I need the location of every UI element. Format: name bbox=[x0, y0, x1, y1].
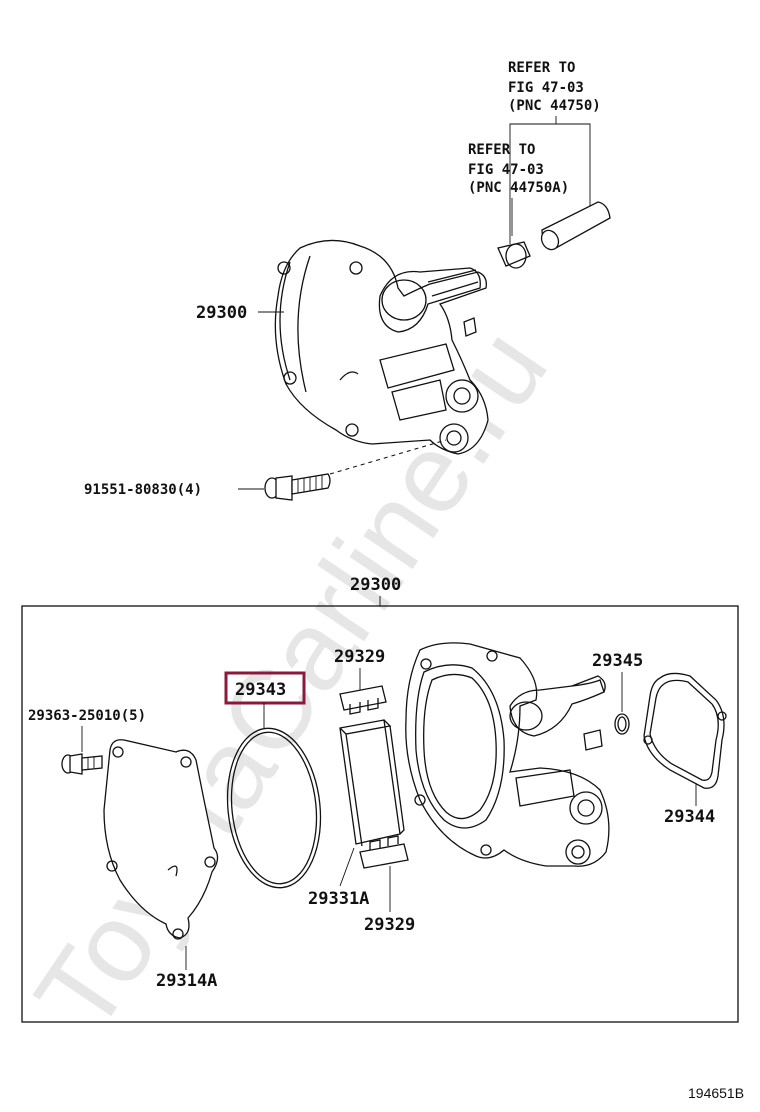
rotor-label: 29331A bbox=[308, 889, 369, 909]
hose-drawing bbox=[540, 201, 611, 251]
rotor-drawing bbox=[339, 719, 405, 847]
exploded-view-box bbox=[21, 605, 739, 1023]
clamp-drawing bbox=[497, 241, 531, 269]
gasket-label: 29344 bbox=[664, 807, 715, 827]
refer-inner-line3: (PNC 44750A) bbox=[468, 180, 569, 196]
top-refer-inner: REFER TO FIG 47-03 (PNC 44750A) bbox=[468, 142, 569, 196]
gasket-drawing bbox=[643, 672, 727, 789]
pump-body-drawing bbox=[405, 642, 610, 867]
refer-inner-line1: REFER TO bbox=[468, 142, 535, 158]
refer-inner-line2: FIG 47-03 bbox=[468, 162, 544, 178]
vane-bottom-drawing bbox=[359, 835, 409, 869]
vane-bottom-label: 29329 bbox=[364, 915, 415, 935]
screw-drawing bbox=[61, 753, 103, 775]
o-ring-highlight-box bbox=[224, 671, 306, 705]
refer-outer-branch bbox=[509, 123, 556, 244]
vacuum-pump-top bbox=[274, 239, 489, 455]
cover-label: 29314A bbox=[156, 971, 217, 991]
vane-top-label: 29329 bbox=[334, 647, 385, 667]
refer-outer-line3: (PNC 44750) bbox=[508, 98, 601, 114]
small-ring-label: 29345 bbox=[592, 651, 643, 671]
rotor-leader bbox=[339, 847, 355, 887]
figure-id: 194651B bbox=[688, 1085, 744, 1101]
refer-outer-line2: FIG 47-03 bbox=[508, 80, 584, 96]
box-label: 29300 bbox=[350, 575, 401, 595]
vane-top-drawing bbox=[339, 685, 387, 715]
cover-drawing bbox=[103, 739, 219, 940]
top-bolt-label: 91551-80830(4) bbox=[84, 482, 202, 498]
small-ring-drawing bbox=[614, 713, 630, 735]
o-ring-drawing bbox=[226, 727, 322, 889]
refer-outer-leader bbox=[555, 116, 591, 206]
screw-label: 29363-25010(5) bbox=[28, 708, 146, 724]
refer-outer-line1: REFER TO bbox=[508, 60, 575, 76]
top-refer-outer: REFER TO FIG 47-03 (PNC 44750) bbox=[508, 60, 601, 114]
o-ring-label: 29343 bbox=[235, 680, 286, 700]
bolt-drawing bbox=[264, 473, 331, 501]
top-pump-label: 29300 bbox=[196, 303, 247, 323]
